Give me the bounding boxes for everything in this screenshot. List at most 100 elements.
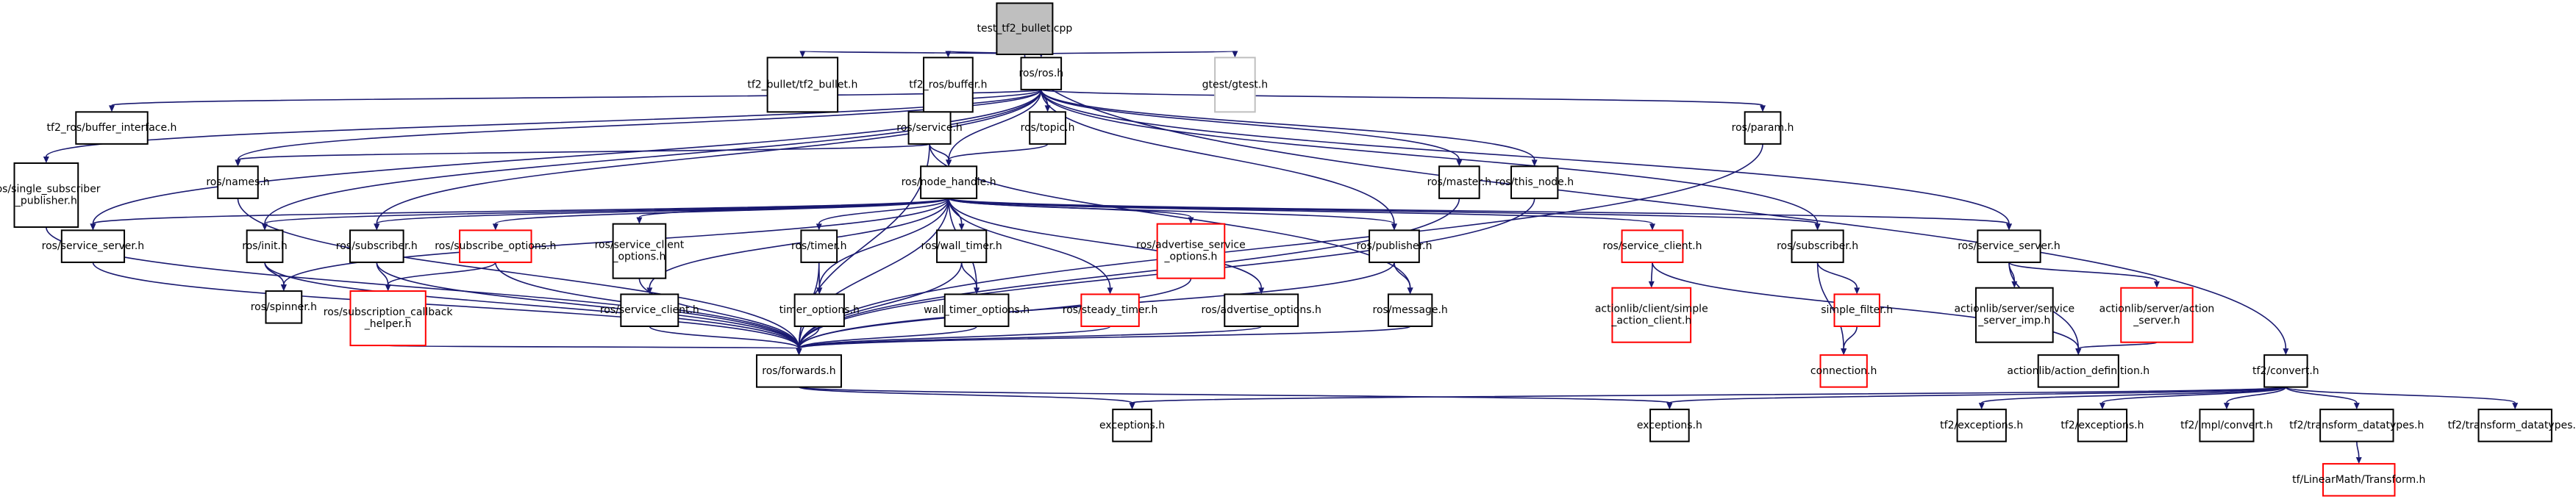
edge-arrowhead (1129, 403, 1135, 410)
node-label: ros/spinner.h (251, 301, 317, 313)
node-svcclient2[interactable]: ros/service_client.h (1603, 229, 1702, 263)
node-tf2implconvert[interactable]: tf2/impl/convert.h (2180, 409, 2273, 442)
edge-init-to-spinner (264, 262, 287, 292)
node-label: tf2/exceptions.h (1940, 420, 2023, 431)
node-walltimer[interactable]: ros/wall_timer.h (921, 229, 1002, 263)
node-simplefilter[interactable]: simple_filter.h (1821, 293, 1893, 327)
edge-line (1041, 89, 1763, 107)
node-subscriber2[interactable]: ros/subscriber.h (1777, 229, 1858, 263)
node-label: ros/names.h (206, 176, 269, 188)
node-topic[interactable]: ros/topic.h (1021, 111, 1075, 145)
node-simpleactclient[interactable]: actionlib/client/simple_action_client.h (1595, 287, 1708, 343)
node-label: ros/subscriber.h (336, 240, 418, 252)
node-linmathtrans[interactable]: tf/LinearMath/Transform.h (2292, 463, 2425, 497)
node-box (1791, 229, 1844, 263)
node-walltimeropts[interactable]: wall_timer_options.h (924, 293, 1030, 327)
node-exceptions1[interactable]: exceptions.h (1099, 409, 1165, 442)
node-tf2transdt1[interactable]: tf2/transform_datatypes.h (2289, 409, 2424, 442)
edge-nodehandle-to-timer (816, 198, 949, 231)
edge-rosh-to-subscriber2 (1041, 89, 1821, 231)
edge-arrowhead (1666, 403, 1673, 410)
node-subcbhelper[interactable]: ros/subscription_callback_helper.h (324, 290, 454, 347)
node-tf2exc2[interactable]: tf2/exceptions.h (2061, 409, 2144, 442)
node-root[interactable]: test_tf2_bullet.cpp (977, 2, 1073, 55)
edge-svcserver2-to-actionserver (2008, 262, 2160, 288)
node-connection[interactable]: connection.h (1810, 354, 1877, 388)
node-gtest[interactable]: gtest/gtest.h (1202, 57, 1269, 113)
node-svcserver1[interactable]: ros/service_server.h (42, 229, 145, 263)
node-advopts[interactable]: ros/advertise_options.h (1202, 293, 1321, 327)
node-tf2exc1[interactable]: tf2/exceptions.h (1940, 409, 2023, 442)
node-tf2rosbuffer[interactable]: tf2_ros/buffer.h (909, 57, 987, 113)
edge-line (92, 262, 800, 349)
node-svcclient1[interactable]: ros/service_client.h (600, 293, 699, 327)
node-label: ros/forwards.h (762, 365, 835, 377)
node-param[interactable]: ros/param.h (1732, 111, 1794, 145)
node-tf2convert[interactable]: tf2/convert.h (2252, 354, 2319, 388)
edge-line (798, 326, 1262, 349)
node-actionserver[interactable]: actionlib/server/action_server.h (2099, 287, 2215, 343)
edge-line (2285, 386, 2516, 403)
node-exceptions2[interactable]: exceptions.h (1637, 409, 1702, 442)
node-label: ros/subscription_callback (324, 306, 454, 318)
node-box (13, 162, 79, 229)
edge-line (1041, 89, 1460, 160)
node-names[interactable]: ros/names.h (206, 165, 270, 199)
node-spinner[interactable]: ros/spinner.h (251, 290, 317, 324)
edge-arrowhead (646, 287, 653, 295)
node-tf2transdt2[interactable]: tf2/transform_datatypes.h (2448, 409, 2576, 442)
node-box (265, 290, 303, 324)
edge-arrowhead (1649, 223, 1655, 231)
edge-line (948, 198, 1262, 288)
node-svcserver2[interactable]: ros/service_server.h (1958, 229, 2061, 263)
node-thisnode[interactable]: ros/this_node.h (1495, 165, 1574, 199)
node-box (1611, 287, 1692, 343)
node-box (217, 165, 259, 199)
node-message[interactable]: ros/message.h (1373, 293, 1448, 327)
edge-arrowhead (385, 284, 391, 292)
edge-line (376, 262, 389, 285)
node-nodehandle[interactable]: ros/node_handle.h (902, 165, 996, 199)
node-bufiface[interactable]: tf2_ros/buffer_interface.h (47, 111, 177, 145)
node-label: tf2/transform_datatypes.h (2448, 420, 2576, 431)
node-rosh[interactable]: ros/ros.h (1018, 57, 1063, 90)
edge-line (798, 326, 1111, 349)
edge-arrowhead (1232, 51, 1238, 58)
edge-arrowhead (1188, 217, 1194, 224)
edge-line (948, 198, 1111, 288)
node-init[interactable]: ros/init.h (242, 229, 288, 263)
edge-line (948, 198, 2010, 225)
edge-arrowhead (1854, 287, 1860, 295)
node-publisher[interactable]: ros/publisher.h (1356, 229, 1432, 263)
node-subopts[interactable]: ros/subscribe_options.h (435, 229, 556, 263)
node-forwards[interactable]: ros/forwards.h (755, 354, 842, 388)
edge-subopts-to-subcbhelper (385, 262, 496, 292)
node-service[interactable]: ros/service.h (896, 111, 963, 145)
edge-arrowhead (1107, 287, 1113, 295)
edge-line (1816, 262, 1858, 288)
node-singlesub[interactable]: ros/single_subscriber_publisher.h (0, 162, 101, 229)
node-steadytimer[interactable]: ros/steady_timer.h (1063, 293, 1158, 327)
edge-line (960, 262, 977, 288)
node-advsvcopts[interactable]: ros/advertise_service_options.h (1136, 223, 1246, 279)
node-actiondef[interactable]: actionlib/action_definition.h (2007, 354, 2149, 388)
edge-line (798, 326, 977, 349)
edge-line (237, 198, 800, 349)
node-master[interactable]: ros/master.h (1427, 165, 1491, 199)
node-label: _action_client.h (1610, 315, 1691, 327)
edge-line (1041, 89, 2010, 224)
edge-nodehandle-to-publisher (948, 198, 1397, 231)
node-subscriber1[interactable]: ros/subscriber.h (336, 229, 418, 263)
node-tf2bullet[interactable]: tf2_bullet/tf2_bullet.h (747, 57, 857, 113)
node-label: _server_imp.h (1977, 315, 2050, 327)
node-label: _publisher.h (15, 195, 77, 207)
node-svcclientopts[interactable]: ros/service_client_options.h (595, 223, 685, 279)
node-svcserverimp[interactable]: actionlib/server/service_server_imp.h (1954, 287, 2074, 343)
node-label: ros/topic.h (1021, 122, 1075, 134)
node-timeropts[interactable]: timer_options.h (779, 293, 860, 327)
edge-arrowhead (2283, 348, 2289, 356)
edge-line (948, 143, 1049, 161)
node-timer[interactable]: ros/timer.h (791, 229, 846, 263)
edge-line (818, 198, 949, 288)
